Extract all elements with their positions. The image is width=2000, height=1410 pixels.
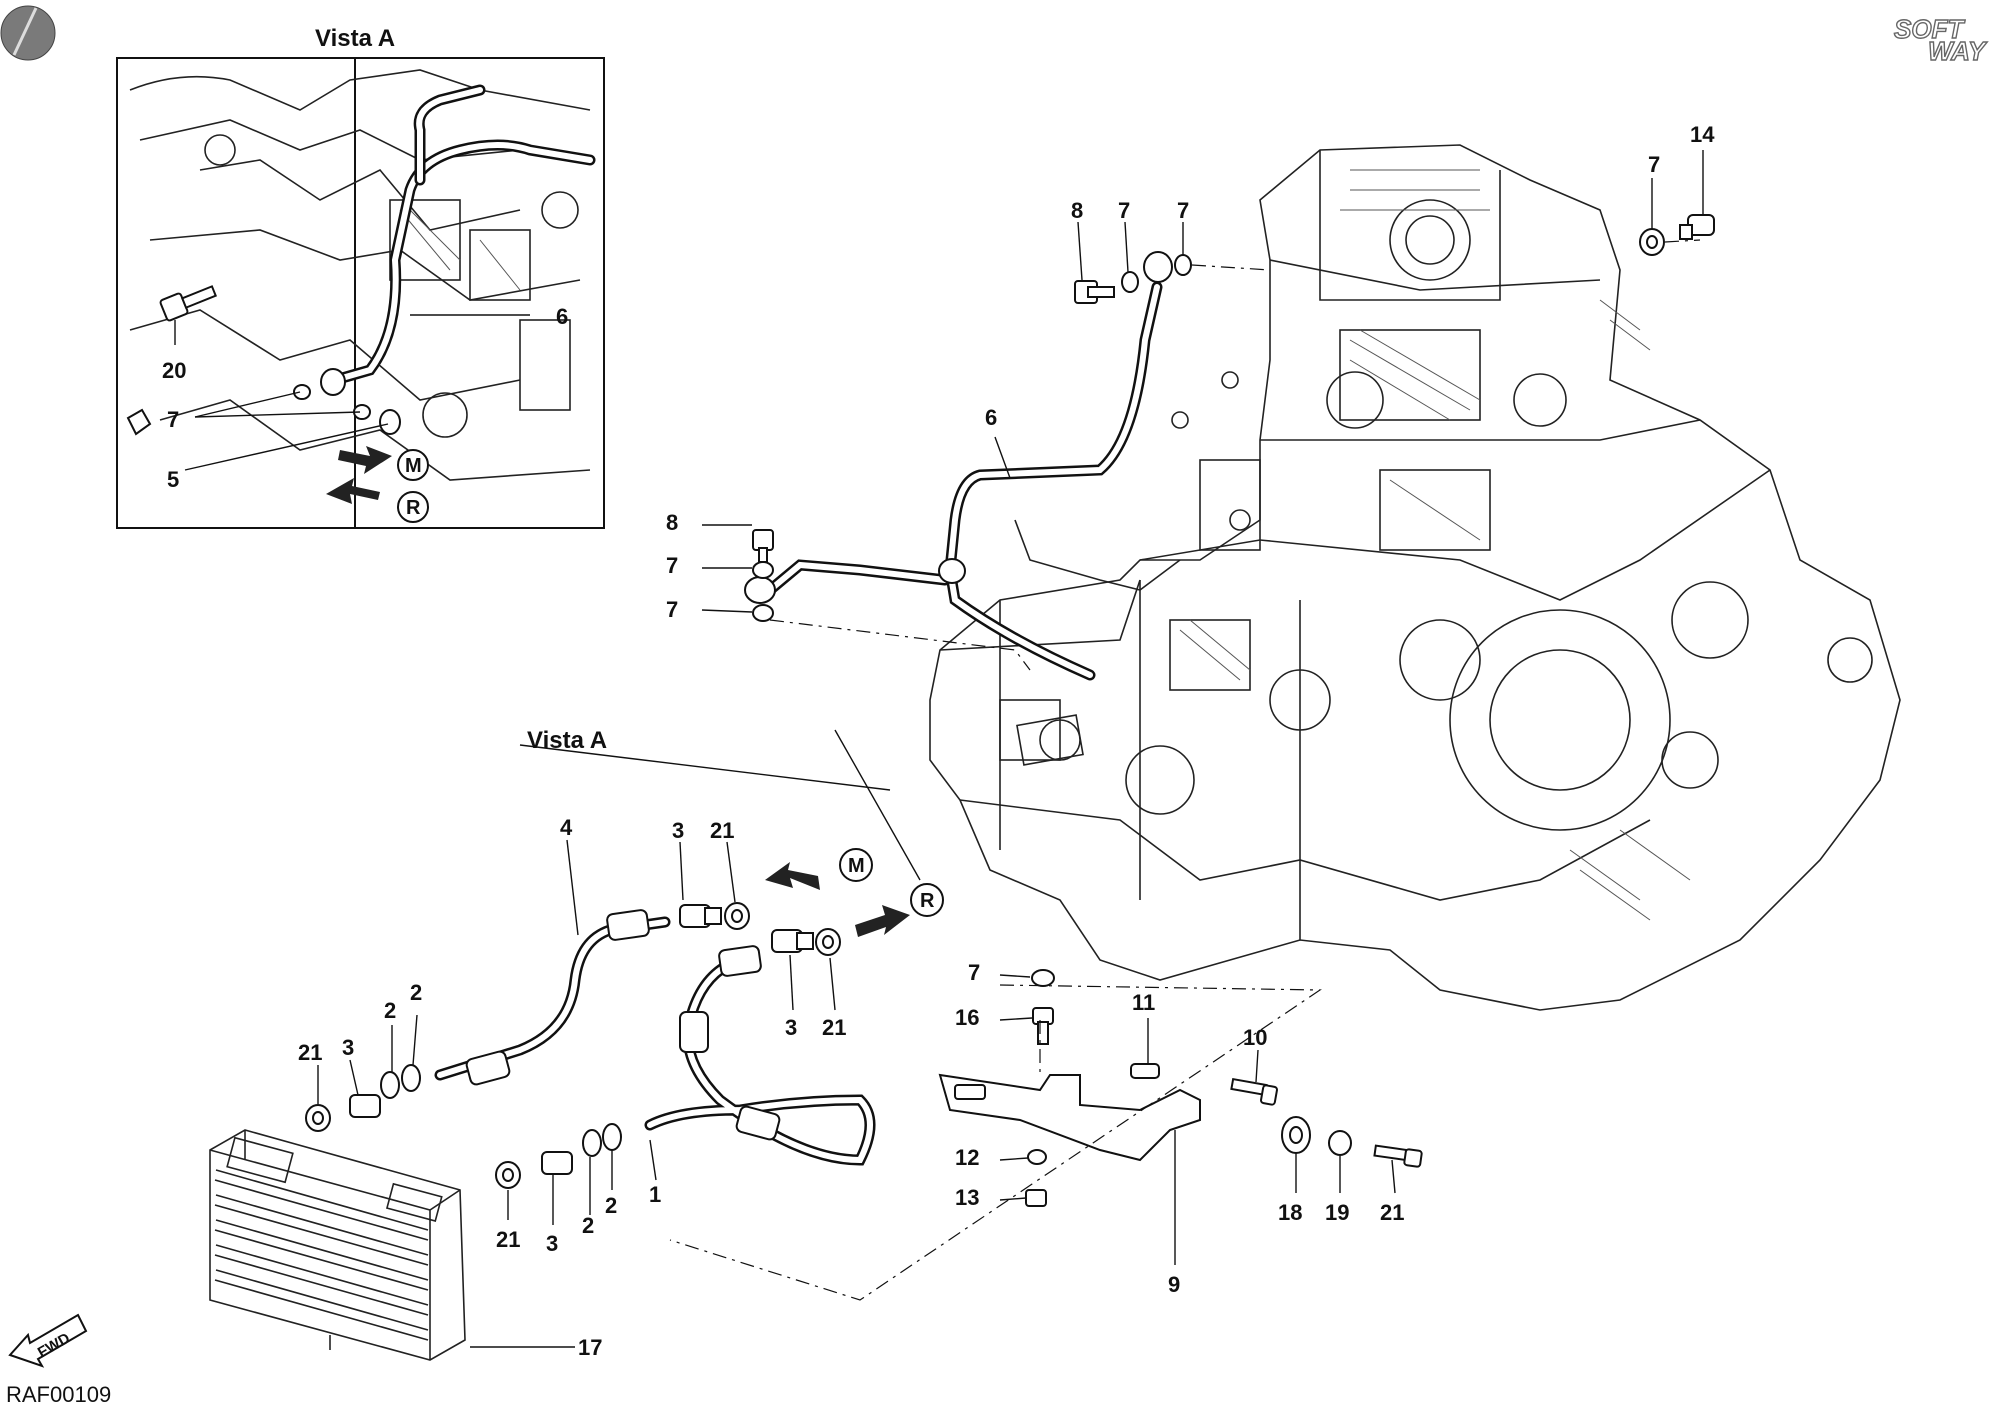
inset-marker-m: M bbox=[397, 449, 429, 481]
callout-17: 18 bbox=[1278, 1200, 1302, 1225]
svg-text:M: M bbox=[405, 455, 422, 477]
marker-r: R bbox=[910, 883, 944, 917]
inset-callout-7: 7 bbox=[167, 407, 179, 432]
fwd-arrow-icon: FWD bbox=[8, 1313, 88, 1368]
inset-frame bbox=[116, 57, 356, 529]
callout-4: 4 bbox=[560, 815, 573, 840]
fittings bbox=[305, 214, 1715, 1207]
inset-callout-20: 20 bbox=[162, 358, 186, 383]
callout-13: 13 bbox=[955, 1185, 979, 1210]
callout-21-upper: 21 bbox=[710, 818, 734, 843]
oil-hose-4 bbox=[434, 909, 671, 1086]
inset-callout-5: 5 bbox=[167, 467, 179, 492]
reference-lines bbox=[669, 239, 1701, 1301]
main-view-label: Vista A bbox=[527, 727, 607, 754]
callout-2-b: 2 bbox=[410, 980, 422, 1005]
callout-14: 14 bbox=[1690, 122, 1715, 147]
callout-2-d: 2 bbox=[605, 1193, 617, 1218]
callout-6: 6 bbox=[985, 405, 997, 430]
marker-m: M bbox=[839, 848, 873, 882]
callout-2-c: 2 bbox=[582, 1213, 594, 1238]
inset-engine-sketch bbox=[126, 69, 596, 504]
callout-15: 16 bbox=[955, 1005, 979, 1030]
callouts: 8 7 7 7 14 6 8 7 7 Vista A 4 3 21 3 21 2… bbox=[298, 122, 1715, 1360]
inset-bolt-20 bbox=[159, 285, 218, 322]
callout-18: 19 bbox=[1325, 1200, 1349, 1225]
callout-3-left: 3 bbox=[342, 1035, 354, 1060]
inset-callout-6: 6 bbox=[556, 304, 568, 329]
callout-3-upper: 3 bbox=[672, 818, 684, 843]
svg-text:M: M bbox=[848, 855, 865, 877]
callout-11: 11 bbox=[1132, 990, 1155, 1015]
callout-19: 21 bbox=[1380, 1200, 1404, 1225]
callout-1: 1 bbox=[649, 1182, 661, 1207]
callout-10: 10 bbox=[1243, 1025, 1267, 1050]
leader-lines bbox=[317, 150, 1704, 1348]
callout-7-top-b: 7 bbox=[1177, 198, 1189, 223]
oil-hose-6 bbox=[744, 251, 1173, 681]
svg-text:R: R bbox=[406, 497, 421, 519]
softway-logo: SOFT WAY bbox=[1893, 13, 1988, 66]
engine-block bbox=[929, 144, 1901, 1011]
publisher-disc-icon bbox=[0, 5, 56, 61]
oil-cooler bbox=[209, 1129, 466, 1361]
callout-8-left: 8 bbox=[666, 510, 678, 535]
callout-7-right: 7 bbox=[1648, 152, 1660, 177]
callout-2-a: 2 bbox=[384, 998, 396, 1023]
drawing-code: RAF00109 bbox=[6, 1382, 111, 1407]
callout-21-bottom: 21 bbox=[496, 1227, 520, 1252]
callout-7-left-a: 7 bbox=[666, 553, 678, 578]
svg-text:SOFT: SOFT bbox=[1894, 14, 1965, 44]
callout-9: 9 bbox=[1168, 1272, 1180, 1297]
oil-hose-1 bbox=[644, 945, 876, 1166]
callout-7-left-b: 7 bbox=[666, 597, 678, 622]
callout-3-bottom: 3 bbox=[546, 1231, 558, 1256]
callout-3-mid: 3 bbox=[785, 1015, 797, 1040]
inset-view: Vista A bbox=[116, 25, 605, 529]
callout-8-top: 8 bbox=[1071, 198, 1083, 223]
svg-text:R: R bbox=[920, 890, 935, 912]
callout-7-bottom: 7 bbox=[968, 960, 980, 985]
callout-21-left: 21 bbox=[298, 1040, 322, 1065]
callout-12: 12 bbox=[955, 1145, 979, 1170]
inset-marker-r: R bbox=[397, 491, 429, 523]
callout-7-top-a: 7 bbox=[1118, 198, 1130, 223]
inset-title: Vista A bbox=[315, 25, 395, 52]
callout-21-mid: 21 bbox=[822, 1015, 846, 1040]
callout-16: 17 bbox=[578, 1335, 602, 1360]
svg-text:WAY: WAY bbox=[1928, 36, 1988, 66]
